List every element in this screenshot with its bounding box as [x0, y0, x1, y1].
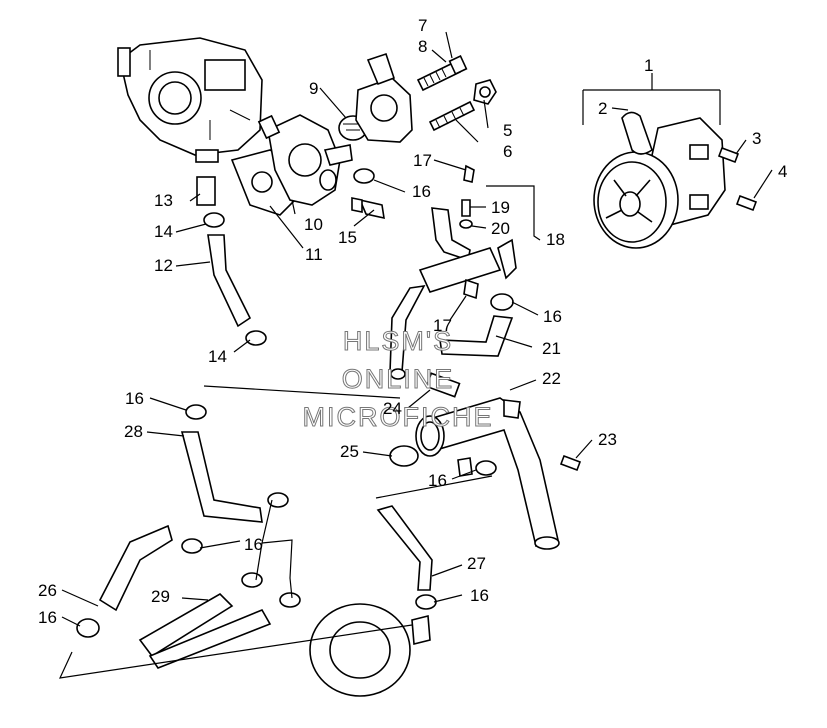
callout-9: 9 — [309, 79, 318, 98]
clamp-16-top — [353, 168, 375, 184]
hose-29a — [138, 593, 234, 658]
oring-25 — [389, 445, 419, 467]
callout-21: 21 — [542, 339, 561, 358]
watermark-line1: HLSM'S — [343, 326, 453, 356]
callout-8: 8 — [418, 37, 427, 56]
callout-14b: 14 — [208, 347, 227, 366]
clamp-16-lower — [475, 460, 497, 476]
callout-16c: 16 — [125, 389, 144, 408]
callout-11: 11 — [305, 245, 323, 264]
clamp-16-bottom — [76, 618, 100, 638]
clamp-16-left2 — [267, 492, 289, 508]
clamp-16-mid — [490, 293, 514, 311]
callout-16f: 16 — [38, 608, 57, 627]
callout-24: 24 — [383, 399, 402, 418]
stud-6 — [428, 100, 476, 132]
callout-16b: 16 — [543, 307, 562, 326]
pipe-22 — [415, 397, 560, 550]
clamp-16-29b — [279, 592, 301, 608]
callout-1: 1 — [644, 56, 653, 75]
callout-2: 2 — [598, 99, 607, 118]
watermark-line2: ONLINE — [342, 364, 455, 394]
bolt-3 — [717, 146, 740, 164]
bolt-17-top — [463, 164, 475, 183]
callout-14a: 14 — [154, 222, 173, 241]
clamp-16-29a — [241, 572, 263, 588]
callout-27: 27 — [467, 554, 486, 573]
callout-25: 25 — [340, 442, 359, 461]
callout-22: 22 — [542, 369, 561, 388]
hose-13 — [196, 176, 216, 206]
bolt-4 — [735, 194, 758, 212]
clamp-14a — [203, 212, 225, 228]
hose-28 — [180, 431, 263, 523]
callout-29: 29 — [151, 587, 170, 606]
callout-10: 10 — [304, 215, 323, 234]
nut-5 — [473, 79, 497, 105]
callout-17b: 17 — [433, 316, 452, 335]
hose-21 — [439, 315, 514, 357]
callout-16a: 16 — [412, 182, 431, 201]
thermostat-housing-8 — [355, 52, 413, 143]
callout-15: 15 — [338, 228, 357, 247]
hose-26 — [98, 524, 173, 612]
callouts: 1 2 3 4 5 6 7 8 9 10 11 12 13 14 14 15 1… — [38, 16, 787, 627]
callout-6: 6 — [503, 142, 512, 161]
bolt-19 — [461, 199, 471, 217]
bottom-housing — [309, 603, 431, 697]
hose-27 — [376, 505, 433, 591]
sensor-15 — [351, 197, 385, 220]
callout-16e: 16 — [244, 535, 263, 554]
callout-23: 23 — [598, 430, 617, 449]
callout-16g: 16 — [470, 586, 489, 605]
callout-7: 7 — [418, 16, 427, 35]
bolt-7 — [416, 55, 468, 92]
pipe-assembly — [389, 238, 517, 380]
bolt-23 — [559, 454, 582, 472]
leader-lines — [58, 31, 773, 679]
water-pump — [593, 111, 726, 249]
hose-12 — [207, 234, 252, 328]
watermark: HLSM'S ONLINE MICROFICHE — [302, 326, 494, 433]
callout-20: 20 — [491, 219, 510, 238]
clamp-16-27 — [415, 594, 437, 610]
callout-18: 18 — [546, 230, 565, 249]
callout-4: 4 — [778, 162, 787, 181]
tube-24 — [425, 372, 461, 398]
callout-13: 13 — [154, 191, 173, 210]
watermark-line3: MICROFICHE — [303, 402, 494, 432]
callout-5: 5 — [503, 121, 512, 140]
callout-17a: 17 — [413, 151, 432, 170]
clamp-16-26 — [181, 538, 203, 554]
washer-20 — [459, 219, 473, 229]
callout-3: 3 — [752, 129, 761, 148]
callout-26: 26 — [38, 581, 57, 600]
outlet-housing — [230, 114, 353, 216]
throttle-body — [117, 37, 263, 163]
clamp-14b — [245, 330, 267, 346]
callout-12: 12 — [154, 256, 173, 275]
callout-28: 28 — [124, 422, 143, 441]
callout-19: 19 — [491, 198, 510, 217]
callout-16d: 16 — [428, 471, 447, 490]
clamp-16-left — [185, 404, 207, 420]
